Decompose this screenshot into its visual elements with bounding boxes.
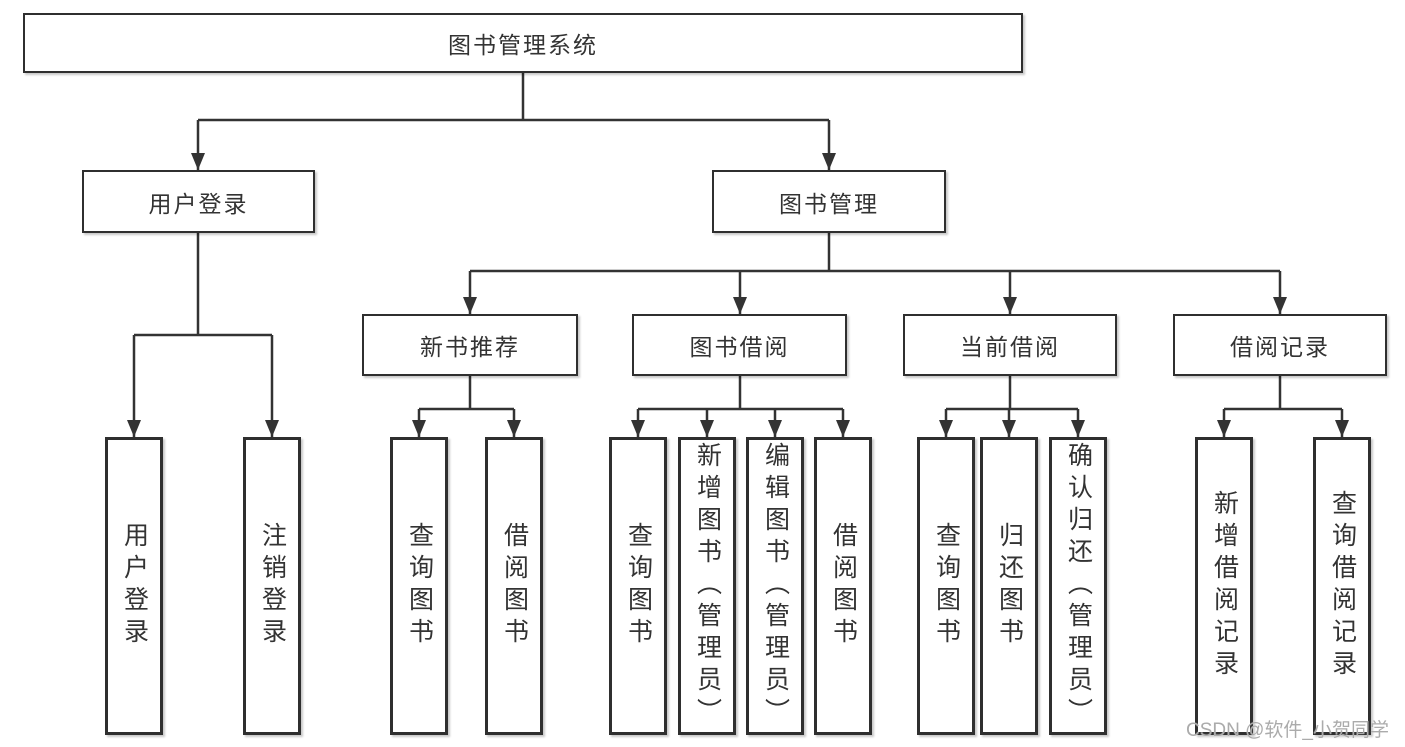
node-library-system-label: 图书管理系统 [448, 32, 598, 58]
node-query-books-current-label: 查询图书 [932, 522, 961, 650]
node-user-login: 用户登录 [82, 170, 315, 233]
node-logout-action: 注销登录 [243, 437, 301, 735]
node-add-borrow-record: 新增借阅记录 [1195, 437, 1253, 735]
node-borrow-books-recommend-label: 借阅图书 [500, 522, 529, 650]
node-logout-action-label: 注销登录 [258, 522, 287, 650]
node-borrow-books: 借阅图书 [814, 437, 872, 735]
node-query-borrow-record: 查询借阅记录 [1313, 437, 1371, 735]
node-book-borrowing-label: 图书借阅 [689, 334, 790, 360]
node-add-books-admin: 新增图书（管理员） [678, 437, 736, 735]
csdn-watermark: CSDN @软件_小贺同学 [1186, 720, 1389, 741]
node-return-books-label: 归还图书 [995, 522, 1024, 650]
tree-branch-lines [134, 73, 1342, 411]
node-edit-books-admin: 编辑图书（管理员） [746, 437, 804, 735]
node-query-books-current: 查询图书 [917, 437, 975, 735]
node-confirm-return-admin: 确认归还（管理员） [1049, 437, 1107, 735]
node-borrowing-records: 借阅记录 [1173, 314, 1387, 376]
node-query-books-recommend-label: 查询图书 [405, 522, 434, 650]
node-book-management: 图书管理 [712, 170, 946, 233]
node-current-borrowing-label: 当前借阅 [960, 334, 1060, 360]
node-query-books-borrowing: 查询图书 [609, 437, 667, 735]
node-edit-books-admin-label: 编辑图书（管理员） [761, 442, 790, 730]
node-borrow-books-recommend: 借阅图书 [485, 437, 543, 735]
node-add-borrow-record-label: 新增借阅记录 [1210, 490, 1239, 682]
node-query-books-borrowing-label: 查询图书 [624, 522, 653, 650]
node-borrowing-records-label: 借阅记录 [1230, 334, 1330, 360]
node-add-books-admin-label: 新增图书（管理员） [693, 442, 722, 730]
node-user-login-action-label: 用户登录 [120, 522, 149, 650]
node-query-books-recommend: 查询图书 [390, 437, 448, 735]
node-borrow-books-label: 借阅图书 [829, 522, 858, 650]
node-current-borrowing: 当前借阅 [903, 314, 1117, 376]
node-query-borrow-record-label: 查询借阅记录 [1328, 490, 1357, 682]
node-book-borrowing: 图书借阅 [632, 314, 847, 376]
node-book-management-label: 图书管理 [779, 190, 879, 217]
node-user-login-action: 用户登录 [105, 437, 163, 735]
node-confirm-return-admin-label: 确认归还（管理员） [1064, 442, 1093, 730]
node-new-book-recommend-label: 新书推荐 [420, 334, 520, 360]
node-new-book-recommend: 新书推荐 [362, 314, 578, 376]
node-user-login-label: 用户登录 [148, 190, 249, 217]
node-library-system: 图书管理系统 [23, 13, 1023, 73]
node-return-books: 归还图书 [980, 437, 1038, 735]
